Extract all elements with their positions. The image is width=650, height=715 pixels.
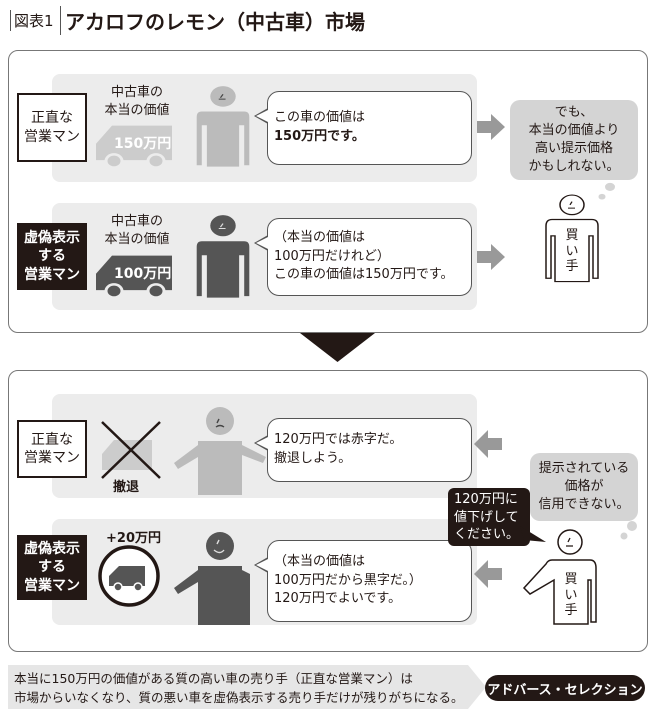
arrow-left-icon: [474, 560, 502, 588]
buyer-thought-bubble: でも、本当の価値より高い提示価格かもしれない。: [510, 100, 638, 180]
car-caption: 中古車の本当の価値: [97, 84, 177, 120]
label-line: 正直な: [31, 110, 73, 127]
speech-line: この車の価値は: [274, 110, 366, 126]
buyer-label: 買い手: [565, 228, 579, 275]
summary-line: 市場からいなくなり、質の悪い車を虚偽表示する売り手だけが残りがちになる。: [14, 690, 464, 706]
caption-line: 中古車の: [110, 85, 163, 100]
speech-line: 120万円でよいです。: [274, 591, 402, 607]
speech-bubble-deceptive: （本当の価値は 100万円だから黒字だ。） 120万円でよいです。: [254, 540, 472, 622]
speech-line: 120万円では赤字だ。: [274, 432, 403, 448]
label-line: 正直な: [31, 431, 73, 448]
approved-car-icon: [98, 545, 160, 607]
withdraw-caption: 撤退: [113, 480, 140, 495]
speech-bubble-deceptive: （本当の価値は 100万円だけれど） この車の価値は150万円です。: [254, 218, 472, 296]
label-line: 虚偽表示: [24, 230, 80, 247]
seller-deceptive-figure-icon: [196, 215, 250, 298]
speech-line: 100万円だから黒字だ。）: [274, 572, 422, 588]
speech-line: 撤退しよう。: [274, 451, 352, 466]
speech-bubble-honest: この車の価値は 150万円です。: [254, 91, 472, 165]
buyer-thought-bubble: 提示されている価格が信用できない。: [530, 453, 638, 521]
label-line: 営業マン: [24, 577, 80, 594]
seller-deceptive-smile-icon: [174, 532, 250, 625]
withdrawn-car-icon: [101, 421, 161, 479]
down-arrow-icon: [300, 333, 375, 362]
request-bubble-tail: [520, 526, 546, 542]
buyer-label: 買い手: [564, 572, 578, 619]
car-price: 150万円: [114, 136, 172, 152]
thought-line: 価格が: [564, 478, 604, 494]
label-line: 営業マン: [24, 128, 80, 145]
request-line: 120万円に: [454, 492, 518, 507]
speech-line: （本当の価値は: [274, 229, 366, 245]
label-line: 営業マン: [24, 450, 80, 466]
caption-line: 本当の価値: [104, 232, 170, 248]
seller-honest-shrug-icon: [174, 407, 266, 495]
label-deceptive-seller: 虚偽表示する営業マン: [17, 535, 87, 600]
summary-line: 本当に150万円の価値がある質の高い車の売り手（正直な営業マン）は: [14, 671, 413, 686]
conclusion-badge: アドバース・セレクション: [485, 675, 645, 701]
label-honest-seller: 正直な営業マン: [17, 93, 87, 162]
label-line: 虚偽表示: [24, 541, 80, 558]
thought-line: 信用できない。: [538, 497, 630, 513]
thought-line: 高い提示価格: [534, 141, 613, 156]
buyer-figure-icon: [522, 521, 637, 625]
profit-caption: +20万円: [106, 531, 161, 546]
label-line: する: [38, 248, 66, 265]
request-line: 値下げして: [454, 509, 519, 525]
label-honest-seller: 正直な営業マン: [17, 420, 87, 478]
car-icon: [96, 255, 172, 299]
car-caption: 中古車の本当の価値: [97, 213, 177, 249]
caption-line: 本当の価値: [104, 103, 170, 119]
thought-line: 本当の価値より: [528, 122, 620, 138]
figure-label: 図表1: [10, 10, 54, 31]
speech-line: 150万円です。: [274, 129, 365, 144]
thought-line: でも、: [554, 104, 594, 120]
seller-honest-figure-icon: [196, 86, 250, 167]
speech-bubble-honest: 120万円では赤字だ。撤退しよう。: [254, 418, 472, 482]
speech-line: この車の価値は150万円です。: [274, 267, 454, 283]
arrow-right-icon: [477, 244, 505, 270]
request-line: ください。: [454, 527, 520, 543]
arrow-left-icon: [474, 430, 502, 458]
buyer-figure-icon: [545, 182, 615, 283]
page-title: アカロフのレモン（中古車）市場: [60, 6, 365, 35]
label-line: する: [38, 559, 66, 576]
speech-line: 100万円だけれど）: [274, 248, 390, 264]
buyer-request-bubble: 120万円に値下げしてください。: [448, 488, 530, 546]
summary-banner: 本当に150万円の価値がある質の高い車の売り手（正直な営業マン）は市場からいなく…: [8, 665, 486, 709]
car-price: 100万円: [114, 266, 172, 282]
car-icon: [96, 125, 172, 169]
arrow-right-icon: [477, 114, 505, 140]
thought-line: かもしれない。: [528, 159, 620, 175]
caption-line: 中古車の: [110, 214, 163, 229]
speech-line: （本当の価値は: [274, 553, 366, 569]
thought-line: 提示されている: [538, 460, 630, 476]
label-line: 営業マン: [24, 266, 80, 283]
label-deceptive-seller: 虚偽表示する営業マン: [17, 223, 87, 290]
